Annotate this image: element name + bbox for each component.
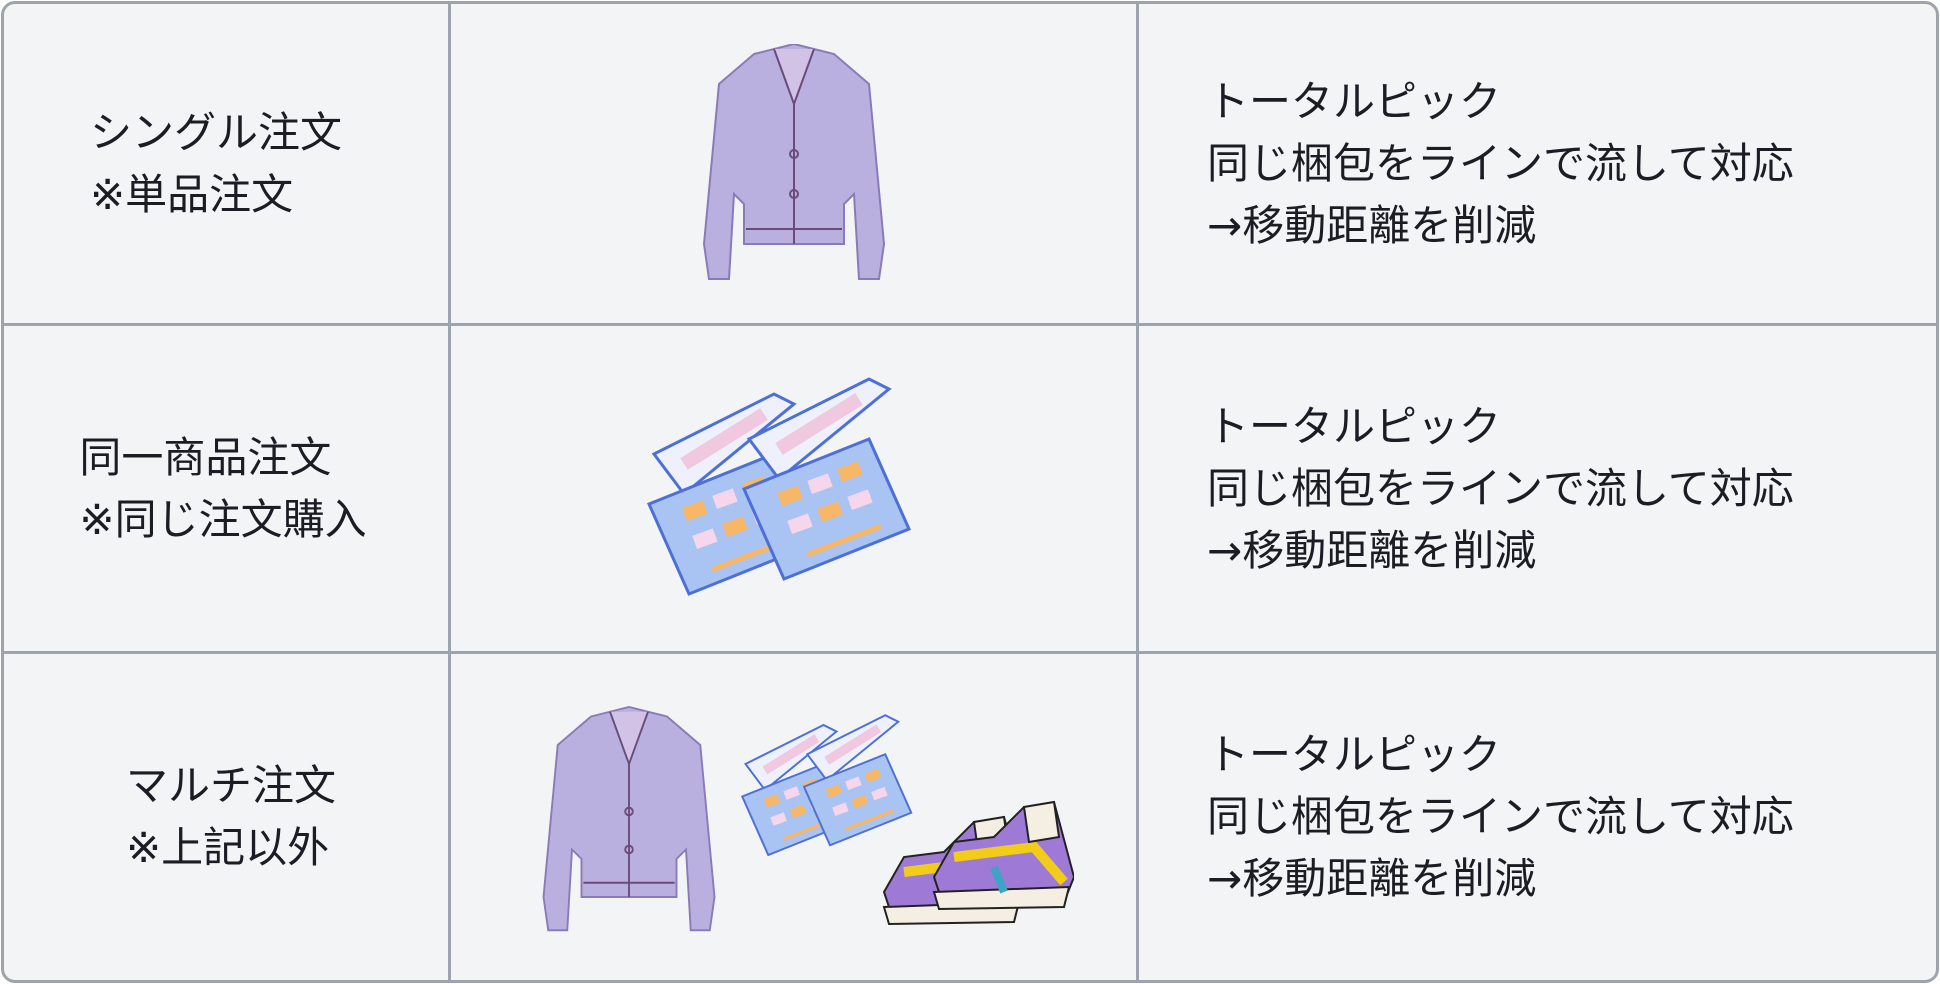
order-type-note: ※同じ注文購入 [79, 494, 367, 544]
pick-benefit: →移動距離を削減 [1207, 200, 1537, 250]
order-type-label: マルチ注文 [125, 761, 336, 810]
order-type-note: ※単品注文 [89, 169, 294, 219]
description-cell: トータルピック 同じ梱包をラインで流して対応 →移動距離を削減 [1139, 326, 1936, 654]
description-cell: トータルピック 同じ梱包をラインで流して対応 →移動距離を削減 [1139, 654, 1936, 980]
order-type-cell-same-item: 同一商品注文 ※同じ注文購入 [4, 326, 451, 654]
illustration-cell [451, 654, 1139, 980]
order-type-cell-single: シングル注文 ※単品注文 [4, 4, 451, 326]
pick-method: トータルピック [1207, 401, 1502, 451]
order-type-label: シングル注文 [89, 107, 342, 157]
order-type-cell-multi: マルチ注文 ※上記以外 [4, 654, 451, 980]
pick-benefit: →移動距離を削減 [1207, 854, 1537, 903]
order-type-note: ※上記以外 [125, 823, 330, 872]
pick-benefit: →移動距離を削減 [1207, 525, 1537, 575]
description-cell: トータルピック 同じ梱包をラインで流して対応 →移動距離を削減 [1139, 4, 1936, 326]
eyeshadow-palettes-illustration [644, 374, 944, 604]
pick-handling: 同じ梱包をラインで流して対応 [1207, 792, 1794, 841]
pick-method: トータルピック [1207, 76, 1502, 126]
multi-items-illustration [542, 706, 1074, 932]
illustration-cell [451, 4, 1139, 326]
order-type-label: 同一商品注文 [79, 432, 332, 482]
cardigan-illustration [702, 43, 885, 280]
illustration-cell [451, 326, 1139, 654]
pick-handling: 同じ梱包をラインで流して対応 [1207, 138, 1794, 188]
pick-method: トータルピック [1207, 730, 1502, 779]
pick-handling: 同じ梱包をラインで流して対応 [1207, 463, 1794, 513]
